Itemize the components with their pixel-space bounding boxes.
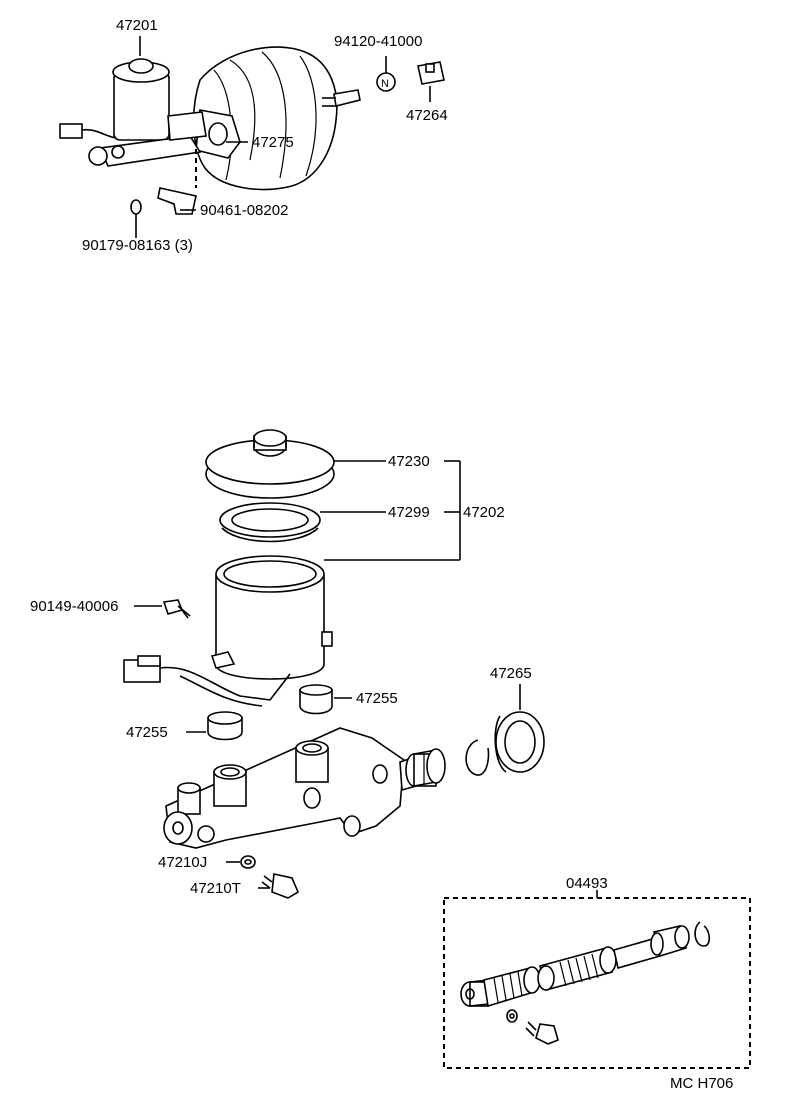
label-47255-left: 47255 [126,724,168,741]
strainer-47299 [219,502,321,543]
label-47275: 47275 [252,134,294,151]
kit-bolt [525,1021,559,1045]
label-47230: 47230 [388,453,430,470]
snap-ring [465,739,490,776]
boot-47265 [494,684,545,773]
footer-code: MC H706 [670,1075,733,1092]
kit-04493-box [443,890,751,1069]
reservoir-cap-47230 [205,429,335,499]
label-90179-08163: 90179-08163 (3) [82,237,193,254]
label-47202: 47202 [463,504,505,521]
screw-90149 [134,599,191,619]
grommet-47255-left [186,711,243,741]
piston-seal [405,748,446,787]
washer-47210j [226,855,256,869]
label-47201: 47201 [116,17,158,34]
nut-mark: N [381,78,389,90]
label-47210t: 47210T [190,880,241,897]
nut-94120: N [376,56,396,92]
label-47299: 47299 [388,504,430,521]
label-47255-right: 47255 [356,690,398,707]
washer-small [130,199,142,238]
label-94120-41000: 94120-41000 [334,33,422,50]
bolt-47210t [258,873,300,899]
kit-piston-assembly [460,921,711,1008]
label-90149-40006: 90149-40006 [30,598,118,615]
label-47210j: 47210J [158,854,207,871]
label-47264: 47264 [406,107,448,124]
clip-47264 [417,61,445,102]
kit-washer [506,1009,518,1023]
master-cylinder-body [163,727,417,849]
label-47265: 47265 [490,665,532,682]
bracket-small [157,140,197,215]
reservoir-body [123,555,333,707]
label-90461-08202: 90461-08202 [200,202,288,219]
label-04493: 04493 [566,875,608,892]
master-cylinder-assembly-small [59,58,207,167]
grommet-47255-right [299,684,352,715]
